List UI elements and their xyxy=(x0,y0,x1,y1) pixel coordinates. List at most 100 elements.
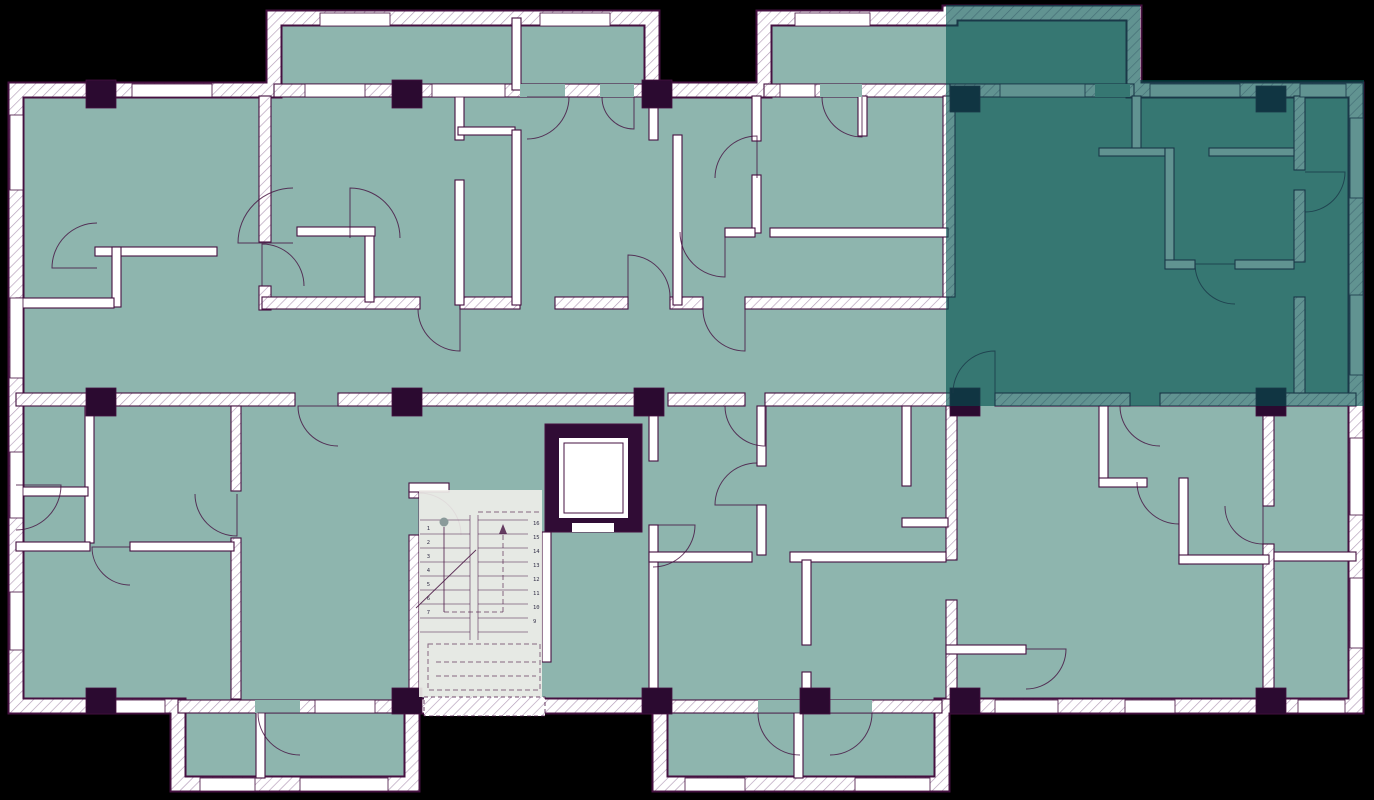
door-swing xyxy=(15,484,62,531)
stair-step-number: 6 xyxy=(427,596,430,602)
partition-wall xyxy=(541,531,552,663)
window xyxy=(854,777,931,792)
partition-wall xyxy=(648,551,753,563)
partition-wall xyxy=(672,134,683,306)
stair-step-number: 14 xyxy=(533,549,540,555)
door-swing xyxy=(1136,481,1180,525)
door-swing xyxy=(257,712,301,756)
window xyxy=(794,12,871,27)
partition-wall xyxy=(15,297,115,309)
partition-wall xyxy=(756,405,767,467)
wall-segment xyxy=(15,392,296,407)
door-swing xyxy=(349,187,401,239)
door-swing xyxy=(51,222,98,269)
partition-wall xyxy=(15,486,89,497)
stair-step-number: 9 xyxy=(533,619,536,625)
doorway-opening xyxy=(520,84,565,97)
door-swing xyxy=(714,462,758,506)
wall-segment xyxy=(337,392,641,407)
wall-segment xyxy=(459,296,521,310)
door-swing xyxy=(194,493,238,537)
doorway-opening xyxy=(255,700,300,713)
highlighted-unit-overlay[interactable] xyxy=(946,5,1364,406)
door-swing xyxy=(1224,505,1264,545)
window xyxy=(1349,577,1364,649)
stair-start-marker xyxy=(439,517,449,527)
column xyxy=(85,687,117,715)
column xyxy=(799,687,831,715)
window xyxy=(199,777,256,792)
window xyxy=(1124,699,1176,714)
door-swing xyxy=(417,308,461,352)
column xyxy=(85,79,117,109)
staircase: 1 2 3 4 5 6 7 16 15 14 13 12 11 10 9 xyxy=(415,490,546,717)
partition-wall xyxy=(111,246,122,308)
doorway-opening xyxy=(600,84,634,97)
window xyxy=(994,699,1059,714)
partition-wall xyxy=(1098,477,1148,488)
wall-segment xyxy=(764,392,953,407)
wall-openings xyxy=(255,84,1130,713)
window xyxy=(684,777,746,792)
elevator-cab-outline xyxy=(563,442,624,514)
partition-wall xyxy=(457,126,516,136)
stair-step-number: 10 xyxy=(533,605,540,611)
stair-direction-arrow xyxy=(499,524,507,534)
partition-wall xyxy=(901,517,949,528)
partition-wall xyxy=(129,541,235,552)
window xyxy=(319,12,391,27)
elevator-door-opening xyxy=(572,523,614,532)
window xyxy=(779,83,816,98)
partition-wall xyxy=(801,559,812,646)
wall-segment xyxy=(667,392,746,407)
wall-segment xyxy=(945,405,958,561)
door-swing xyxy=(652,524,696,568)
partition-wall xyxy=(945,644,1027,655)
stair-step-number: 16 xyxy=(533,521,540,527)
partition-wall xyxy=(724,227,756,238)
door-swing xyxy=(724,405,766,447)
column xyxy=(641,687,673,715)
door-swing xyxy=(627,254,671,298)
partition-wall xyxy=(255,705,266,779)
partition-wall xyxy=(648,524,659,700)
door-swing xyxy=(601,96,635,130)
door-swing xyxy=(821,96,863,138)
partition-wall xyxy=(296,226,376,237)
stair-step-number: 5 xyxy=(427,582,430,588)
partition-wall xyxy=(793,705,804,779)
door-swing xyxy=(714,135,758,179)
partition-wall xyxy=(901,405,912,487)
partition-wall xyxy=(756,504,767,556)
column xyxy=(949,687,981,715)
column xyxy=(391,79,423,109)
partition-wall xyxy=(1273,551,1357,562)
partition-wall xyxy=(94,246,218,257)
stair-step-number: 2 xyxy=(427,540,430,546)
window xyxy=(131,83,213,98)
wall-segment xyxy=(744,296,949,310)
window xyxy=(9,297,24,379)
window xyxy=(314,699,376,714)
window xyxy=(1349,437,1364,516)
door-swing xyxy=(757,712,801,756)
wall-segment xyxy=(258,95,272,243)
door-swing xyxy=(297,405,339,447)
door-swing xyxy=(1025,648,1067,690)
wall-segment xyxy=(230,537,242,700)
elevator-shaft xyxy=(544,423,643,533)
partition-wall xyxy=(751,95,762,142)
stair-step-number: 13 xyxy=(533,563,540,569)
flight-above-outline xyxy=(427,643,541,691)
stair-ramp-band xyxy=(423,696,546,717)
column xyxy=(85,387,117,417)
door-swing xyxy=(91,546,131,586)
stair-step-number: 3 xyxy=(427,554,430,560)
door-swing xyxy=(237,187,294,244)
stair-step-number: 1 xyxy=(427,526,430,532)
partition-wall xyxy=(1178,554,1270,565)
column xyxy=(633,387,665,417)
partition-wall xyxy=(511,129,522,306)
stair-step-number: 11 xyxy=(533,591,540,597)
